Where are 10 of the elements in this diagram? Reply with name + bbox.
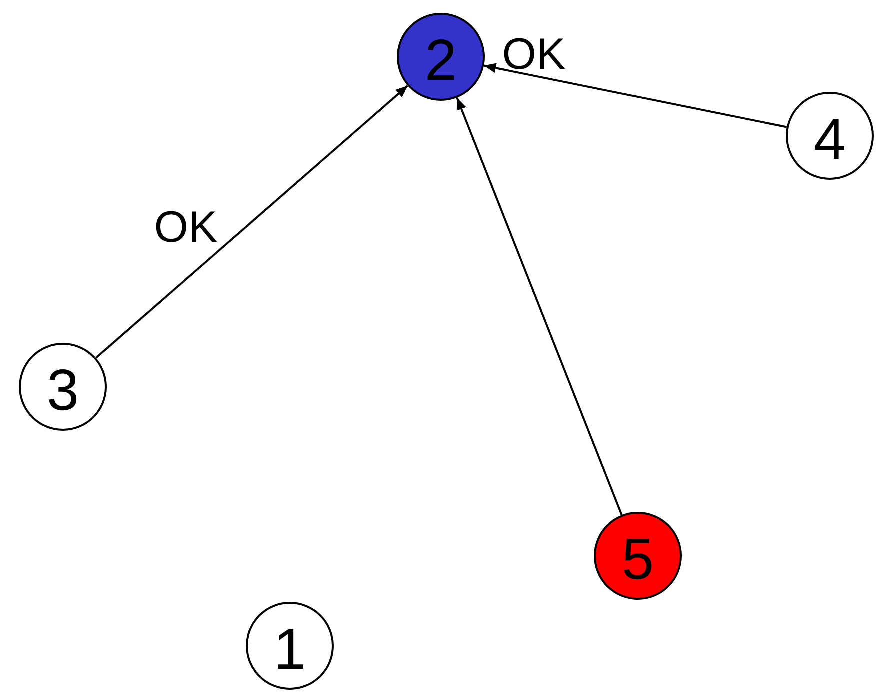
node-number: 2 (424, 32, 458, 90)
arrow (456, 98, 623, 516)
node-number: 4 (814, 111, 846, 169)
node-number: 1 (274, 621, 306, 679)
arrow (95, 85, 409, 359)
node-number: 5 (622, 531, 654, 589)
node-number: 3 (46, 362, 80, 420)
edge-label: OK (154, 206, 218, 250)
arrow (484, 63, 788, 128)
edge-label: OK (502, 33, 566, 77)
